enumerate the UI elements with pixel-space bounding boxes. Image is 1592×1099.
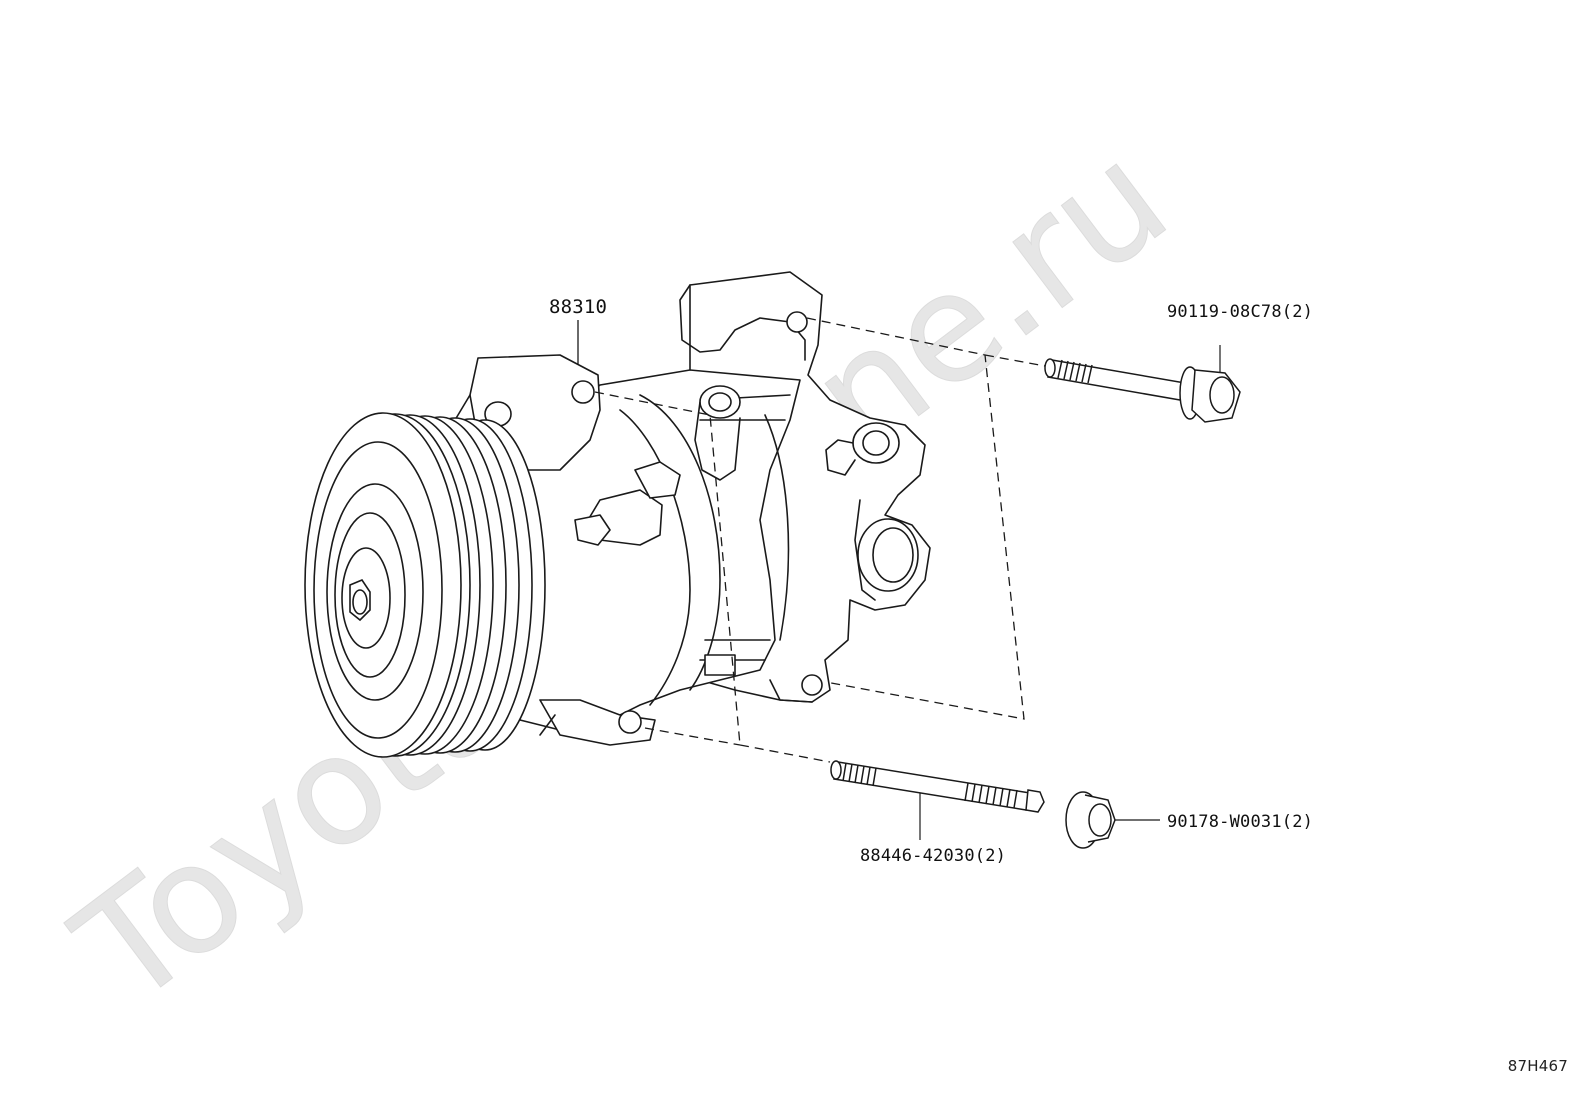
diagram-reference-code: 87H467 [1507,1057,1568,1075]
part-label-88310[interactable]: 88310 [549,296,608,318]
installation-guide-lines [594,317,1046,763]
part-label-88446[interactable]: 88446-42030(2) [860,846,1007,866]
part-label-90119[interactable]: 90119-08C78(2) [1167,302,1314,322]
part-label-90178[interactable]: 90178-W0031(2) [1167,812,1314,832]
compressor-assembly [454,271,931,746]
flange-bolt-90119 [1044,345,1241,423]
stud-bolt-88446 [830,760,1045,840]
clutch-pulley [304,412,546,758]
flange-nut-90178 [1065,791,1160,849]
